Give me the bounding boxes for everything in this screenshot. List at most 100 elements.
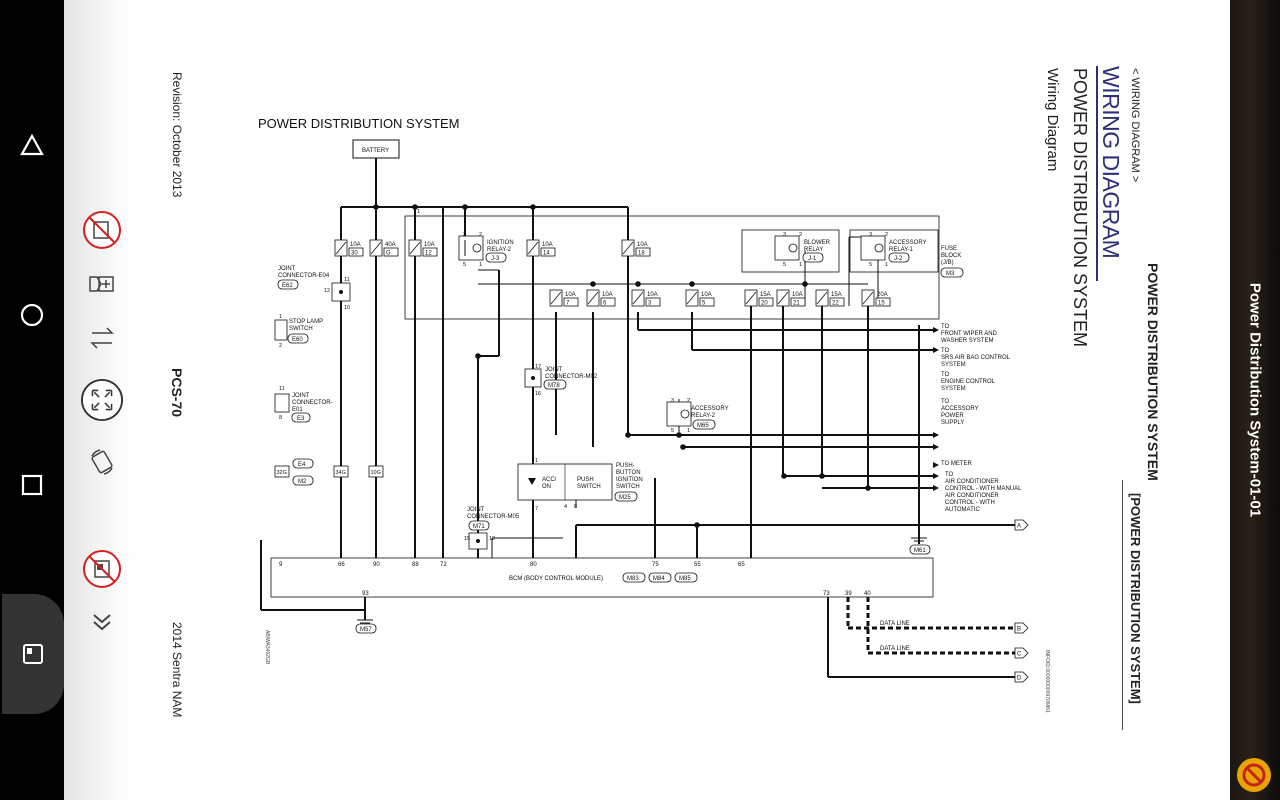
- battery-label: BATTERY: [362, 148, 389, 154]
- fuse-block-l2: BLOCK: [941, 253, 961, 259]
- fuse-number: 18: [638, 251, 645, 257]
- fuse-number: 6: [603, 301, 607, 307]
- bcm-pin: 90: [373, 562, 380, 568]
- insert-page-button[interactable]: [80, 262, 124, 306]
- more-tools-button[interactable]: [80, 600, 124, 644]
- jc-m02-code: M78: [548, 383, 560, 389]
- target-text: CONTROL - WITH: [945, 500, 995, 506]
- target-text: WASHER SYSTEM: [941, 338, 993, 344]
- bcm-pin: 55: [694, 562, 701, 568]
- target-srs-airbag: TO SRS AIR BAG CONTROL SYSTEM: [941, 348, 1011, 368]
- home-button[interactable]: [10, 293, 54, 337]
- pin-number: 2: [687, 398, 690, 404]
- page-view-button[interactable]: [2, 594, 64, 714]
- swap-button[interactable]: [80, 316, 124, 360]
- offpage-arrow-A: A: [1014, 519, 1029, 531]
- fuse-number: 22: [832, 301, 839, 307]
- wire-arrowhead: [933, 347, 939, 353]
- target-text: SYSTEM: [941, 386, 966, 392]
- annotate-toggle-button[interactable]: [80, 208, 124, 252]
- ground-m61-code: M61: [914, 548, 926, 554]
- connector-label-text: 34G: [336, 470, 346, 476]
- connector-label-text: 10G: [371, 470, 381, 476]
- joint-connector-m05: JOINT CONNECTOR-M05 M71: [467, 507, 520, 550]
- junction-dot: [680, 444, 686, 450]
- wire-arrowhead: [933, 327, 939, 333]
- target-text: TO: [941, 324, 950, 330]
- jc-e04-l1: JOINT: [278, 266, 296, 272]
- fuse-amp: 10A: [701, 292, 712, 298]
- fuse-number: 21: [793, 301, 800, 307]
- junction-dot: [475, 353, 481, 359]
- push-l1: PUSH-: [616, 463, 635, 469]
- target-accessory-power: TO ACCESSORY POWER SUPPLY: [941, 399, 979, 426]
- document-page[interactable]: < WIRING DIAGRAM > WIRING DIAGRAM POWER …: [139, 0, 1230, 800]
- jc-e01-l2: CONNECTOR-: [292, 400, 333, 406]
- m2-box: [292, 475, 314, 486]
- data-line-label-1: DATA LINE: [880, 621, 910, 627]
- fuse-amp: 10A: [602, 292, 613, 298]
- fuse-mid-5: 10A 5: [685, 289, 715, 307]
- blower-relay-code: J-1: [808, 256, 817, 262]
- jc-e01-code: E3: [297, 416, 305, 422]
- target-text: AUTOMATIC: [945, 507, 980, 513]
- connector-label: 34G: [333, 465, 349, 478]
- arrow-letter: A: [1017, 524, 1021, 530]
- jc-e01-l1: JOINT: [292, 393, 310, 399]
- fuse-mid-6: 10A 6: [586, 289, 616, 307]
- pin-number: 1: [885, 262, 888, 268]
- wire-arrowhead: [933, 444, 939, 450]
- offpage-arrow-B: B: [1014, 622, 1029, 634]
- recent-apps-button[interactable]: [10, 463, 54, 507]
- swap-icon: [90, 327, 114, 349]
- pin-number: 1: [687, 428, 690, 434]
- acc2-relay-l2: RELAY-2: [691, 413, 716, 419]
- jc-m02-l1: JOINT: [545, 367, 563, 373]
- bcm-box: [270, 557, 934, 598]
- fuse-amp: 15A: [760, 292, 771, 298]
- pin-number: 3: [463, 232, 466, 238]
- push-push: PUSH: [577, 477, 594, 483]
- app-badge-button[interactable]: [1237, 758, 1271, 792]
- rotate-button[interactable]: [80, 440, 124, 484]
- junction-dot: [865, 485, 871, 491]
- pin-number: 1: [417, 209, 420, 215]
- accessory-relay-1: ACCESSORY RELAY-1 J-2: [860, 235, 927, 263]
- pin-number: 2: [479, 232, 482, 238]
- bcm-pin: 40: [864, 591, 871, 597]
- push-l2: BUTTON: [616, 470, 641, 476]
- bcm-pin: 73: [823, 591, 830, 597]
- acc1-relay-l2: RELAY-1: [889, 247, 914, 253]
- fullscreen-button[interactable]: [80, 378, 124, 422]
- junction-dot: [462, 204, 468, 210]
- blower-relay-l1: BLOWER: [804, 240, 831, 246]
- bcm-code: M85: [674, 572, 698, 583]
- fullscreen-icon: [80, 378, 124, 422]
- offpage-arrow-D: D: [1014, 671, 1029, 683]
- fuse-amp: 10A: [637, 242, 648, 248]
- pin-number: 10: [344, 305, 350, 311]
- pin-number: 5: [463, 262, 466, 268]
- pin-number: 2: [279, 343, 282, 349]
- e4-box: [292, 458, 314, 469]
- pin-number: 7: [535, 506, 538, 512]
- target-text: ENGINE CONTROL: [941, 379, 996, 385]
- wiring-diagram[interactable]: POWER DISTRIBUTION SYSTEM BATTERY: [139, 0, 1230, 800]
- acc1-relay-l1: ACCESSORY: [889, 240, 927, 246]
- back-button[interactable]: [10, 124, 54, 168]
- back-icon: [20, 133, 44, 156]
- bcm-pin: 88: [412, 562, 419, 568]
- fuse-amp: 15A: [831, 292, 842, 298]
- pin-number: 4: [564, 504, 567, 510]
- fuse-number: 5: [702, 301, 706, 307]
- wire-arrowhead: [933, 462, 939, 468]
- data-lines: [846, 597, 1015, 655]
- pin-number: 5: [671, 428, 674, 434]
- connector-label: 10G: [368, 465, 384, 478]
- chevron-down-icon: [93, 614, 111, 631]
- fuse-number: 3: [648, 301, 652, 307]
- push-on: ON: [542, 484, 551, 490]
- bookmark-toggle-button[interactable]: [80, 547, 124, 591]
